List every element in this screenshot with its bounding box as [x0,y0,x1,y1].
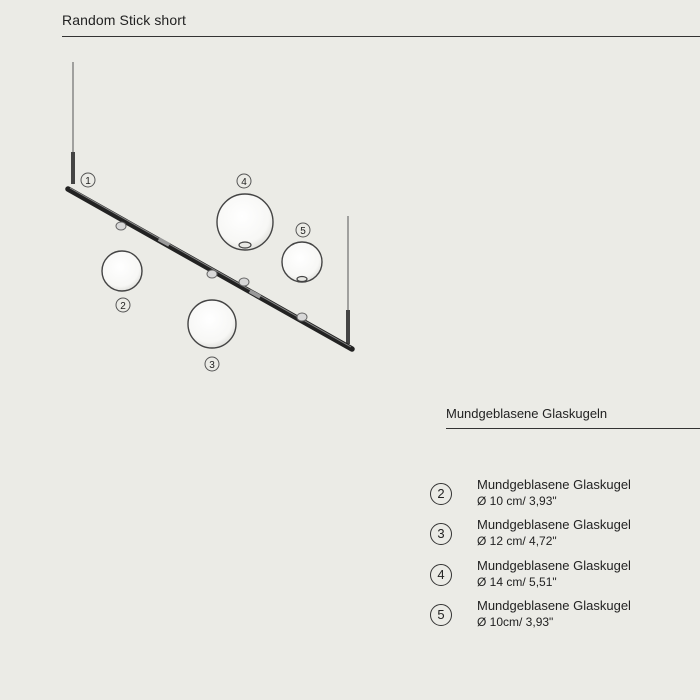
glass-globe-2 [101,250,143,292]
callout-2: 2 [115,297,131,313]
spec-number-badge: 3 [430,523,452,545]
stick-connector [248,289,262,299]
title-divider [62,36,700,37]
spec-size: Ø 14 cm/ 5,51" [477,575,557,589]
callout-3: 3 [204,356,220,372]
spec-number-badge: 2 [430,483,452,505]
section-divider [446,428,700,429]
svg-text:2: 2 [120,301,126,312]
globe-5-base [296,275,308,283]
spec-name: Mundgeblasene Glaskugel [477,558,631,573]
page-title: Random Stick short [62,12,186,28]
globe-socket [115,221,127,231]
spec-item: 3 Mundgeblasene Glaskugel Ø 12 cm/ 4,72" [430,517,700,556]
svg-text:5: 5 [300,226,306,237]
lamp-diagram: 1 2 3 4 5 [65,62,355,372]
globe-socket [238,277,250,287]
svg-text:4: 4 [241,177,247,188]
svg-text:1: 1 [85,176,91,187]
section-title: Mundgeblasene Glaskugeln [446,406,608,421]
callout-1: 1 [80,172,96,188]
spec-item: 4 Mundgeblasene Glaskugel Ø 14 cm/ 5,51" [430,558,700,597]
spec-name: Mundgeblasene Glaskugel [477,598,631,613]
globe-socket [296,312,308,322]
cable-terminal-right [346,310,350,344]
spec-size: Ø 10 cm/ 3,93" [477,494,557,508]
cable-terminal-left [71,152,75,184]
lamp-stick [65,186,355,352]
spec-item: 2 Mundgeblasene Glaskugel Ø 10 cm/ 3,93" [430,477,700,516]
spec-size: Ø 12 cm/ 4,72" [477,534,557,548]
globe-socket [206,269,218,279]
globe-4-base [238,241,252,249]
glass-globe-3 [187,299,237,349]
spec-size: Ø 10cm/ 3,93" [477,615,554,629]
callout-5: 5 [295,222,311,238]
spec-name: Mundgeblasene Glaskugel [477,517,631,532]
spec-item: 5 Mundgeblasene Glaskugel Ø 10cm/ 3,93" [430,598,700,637]
svg-text:3: 3 [209,360,215,371]
callout-4: 4 [236,173,252,189]
spec-number-badge: 4 [430,564,452,586]
spec-name: Mundgeblasene Glaskugel [477,477,631,492]
glass-globe-4 [216,193,274,251]
stick-connector [157,237,171,247]
spec-number-badge: 5 [430,604,452,626]
